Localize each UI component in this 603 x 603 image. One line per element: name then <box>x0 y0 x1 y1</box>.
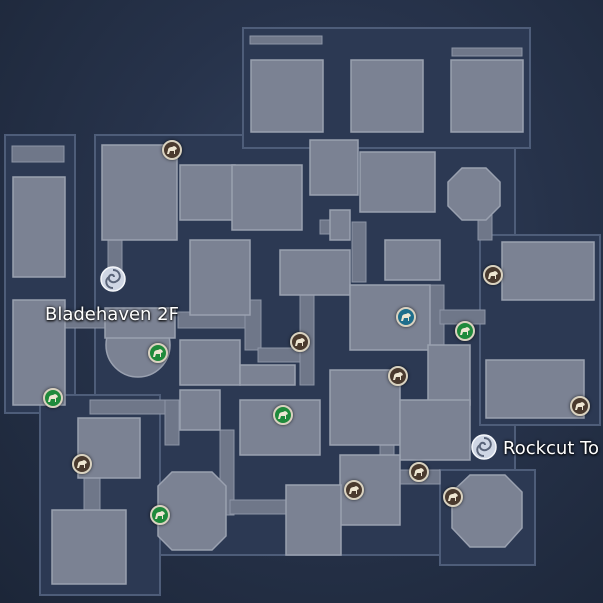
area-label-current: Bladehaven 2F <box>45 304 179 325</box>
beast-marker-icon[interactable] <box>273 405 293 425</box>
beast-marker-icon[interactable] <box>290 332 310 352</box>
beast-marker-icon[interactable] <box>443 487 463 507</box>
beast-marker-icon[interactable] <box>409 462 429 482</box>
beast-marker-icon[interactable] <box>396 307 416 327</box>
beast-marker-icon[interactable] <box>148 343 168 363</box>
area-label-exit[interactable]: Rockcut To <box>503 438 600 459</box>
beast-marker-icon[interactable] <box>150 505 170 525</box>
beast-marker-icon[interactable] <box>455 321 475 341</box>
beast-marker-icon[interactable] <box>483 265 503 285</box>
beast-marker-icon[interactable] <box>162 140 182 160</box>
beast-marker-icon[interactable] <box>43 388 63 408</box>
beast-marker-icon[interactable] <box>72 454 92 474</box>
beast-marker-icon[interactable] <box>388 366 408 386</box>
swirl-warp-icon[interactable] <box>98 264 128 294</box>
swirl-warp-icon[interactable] <box>469 432 499 462</box>
beast-marker-icon[interactable] <box>570 396 590 416</box>
beast-marker-icon[interactable] <box>344 480 364 500</box>
